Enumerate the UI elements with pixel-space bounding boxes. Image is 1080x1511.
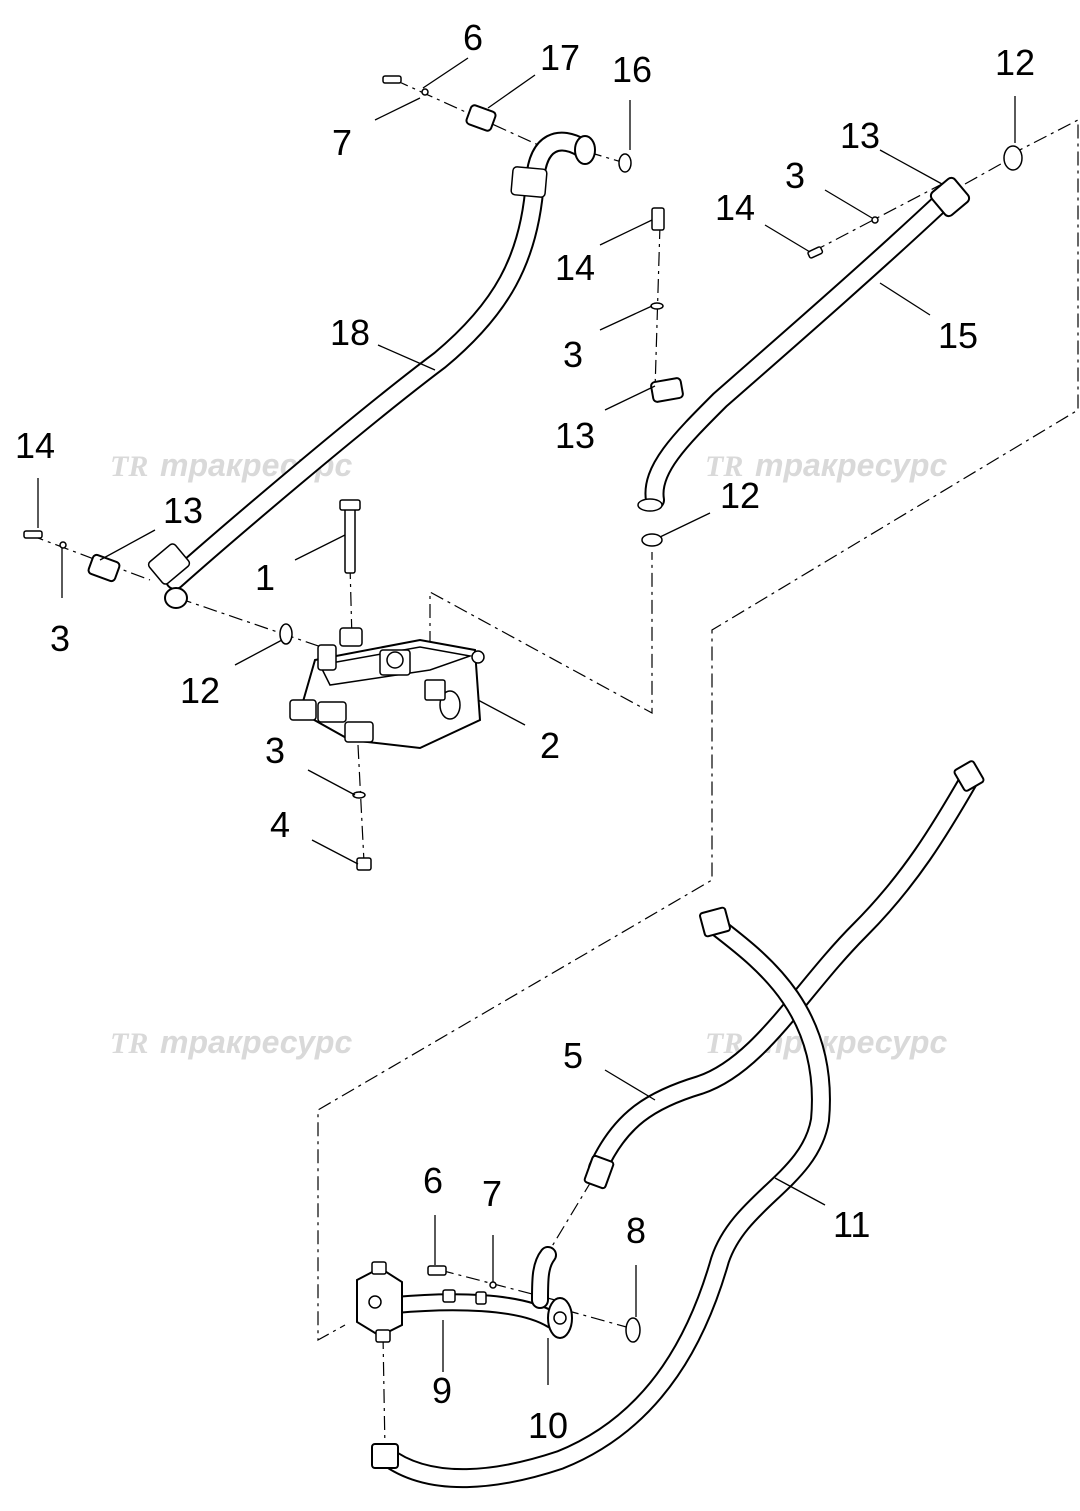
- watermark-text: тракресурс: [755, 1024, 947, 1060]
- manifold-assembly: [356, 1246, 573, 1343]
- callouts: 6 17 16 7 12 13 3 14 14 15 18 3 13 14 13…: [15, 17, 1035, 1446]
- connection-line-hose18-flange: [177, 597, 331, 651]
- washer-7-bottom: [489, 1281, 497, 1289]
- bolt-6-top: [382, 75, 402, 84]
- callout-10: 10: [528, 1405, 568, 1446]
- connection-line-valve-plug: [357, 744, 365, 863]
- washer-3-valve: [352, 791, 366, 799]
- washers: [59, 88, 879, 1289]
- hose-18-ferrule-bottom: [147, 543, 191, 585]
- callout-6: 6: [463, 17, 483, 58]
- hose-5-bottom-nut: [583, 1154, 615, 1190]
- bolts: [23, 75, 824, 1276]
- connection-line-bottom-oring: [564, 1309, 631, 1329]
- connection-line-valve-port: [429, 552, 653, 715]
- watermark-bottom-left: TR тракресурс: [110, 1024, 352, 1060]
- o-ring-8: [625, 1317, 641, 1343]
- hose-15-bottom-fitting: [637, 498, 663, 512]
- watermark-bottom-right: TR тракресурс: [705, 1024, 947, 1060]
- watermark-logo: TR: [110, 1027, 148, 1060]
- control-valve: [289, 627, 485, 750]
- o-ring-16: [618, 153, 632, 173]
- flange-halves: [87, 104, 684, 583]
- flange-half-17: [465, 104, 497, 132]
- callout-14: 14: [715, 187, 755, 228]
- hose-18-top-fitting: [574, 135, 596, 165]
- callout-16: 16: [612, 49, 652, 90]
- callout-7: 7: [332, 122, 352, 163]
- hose-5-top-nut: [953, 760, 985, 792]
- bolt-14-left: [23, 530, 43, 539]
- connection-line-left-bolt: [29, 534, 151, 581]
- hose-15: [637, 176, 971, 512]
- callout-5: 5: [563, 1035, 583, 1076]
- callout-11: 11: [833, 1204, 870, 1245]
- washer-3-right: [871, 216, 879, 224]
- bolt-6-bottom: [427, 1265, 447, 1276]
- bolt-14-mid: [651, 207, 665, 231]
- callout-13: 13: [840, 115, 880, 156]
- bolt-14-right: [807, 246, 824, 259]
- callout-17: 17: [540, 37, 580, 78]
- callout-14: 14: [555, 247, 595, 288]
- washer-3-mid: [650, 302, 664, 310]
- washer-7-top: [421, 88, 429, 96]
- leader-lines: [37, 57, 1016, 1385]
- o-ring-12-left: [279, 623, 293, 645]
- connection-line-block-hose11: [382, 1334, 386, 1451]
- callout-12: 12: [995, 42, 1035, 83]
- watermark-text: тракресурс: [160, 1024, 352, 1060]
- callout-18: 18: [330, 312, 370, 353]
- callout-3: 3: [563, 334, 583, 375]
- watermark-logo: TR: [110, 450, 148, 483]
- callout-14: 14: [15, 425, 55, 466]
- callout-3: 3: [50, 618, 70, 659]
- callout-8: 8: [626, 1210, 646, 1251]
- callout-3: 3: [785, 155, 805, 196]
- o-ring-12-mid: [641, 533, 663, 547]
- callout-12: 12: [180, 670, 220, 711]
- hose-11-bottom-nut: [371, 1443, 399, 1469]
- hose-11: [371, 906, 831, 1489]
- callout-7: 7: [482, 1173, 502, 1214]
- watermark-text: тракресурс: [755, 447, 947, 483]
- hose-15-top-flange: [929, 176, 971, 218]
- hose-18: [147, 131, 596, 609]
- connection-line-right-oring: [964, 159, 1009, 185]
- callout-6: 6: [423, 1160, 443, 1201]
- connection-line-right-frame: [317, 119, 1079, 1342]
- callout-4: 4: [270, 804, 290, 845]
- flange-half-13-left: [87, 553, 121, 583]
- callout-3: 3: [265, 730, 285, 771]
- callout-15: 15: [938, 315, 978, 356]
- callout-13: 13: [555, 415, 595, 456]
- watermark-top-right: TR тракресурс: [705, 447, 947, 483]
- connection-line-hose5: [547, 1179, 593, 1254]
- o-rings: [279, 145, 1023, 1343]
- washer-3-left: [59, 541, 67, 549]
- connection-line-bottom-bolt: [439, 1269, 556, 1301]
- watermark-logo: TR: [705, 450, 743, 483]
- callout-1: 1: [255, 557, 275, 598]
- callout-13: 13: [163, 490, 203, 531]
- bolt-1-head: [339, 499, 361, 511]
- bolt-1: [344, 504, 356, 574]
- callout-9: 9: [432, 1370, 452, 1411]
- hose-18-bottom-fitting: [164, 587, 188, 609]
- plug-4: [356, 857, 372, 871]
- callout-2: 2: [540, 725, 560, 766]
- hose-18-ferrule-top: [510, 166, 548, 198]
- hose-11-top-nut: [699, 906, 731, 938]
- callout-12: 12: [720, 475, 760, 516]
- o-ring-12-topright: [1003, 145, 1023, 171]
- flange-half-13-mid: [650, 377, 684, 403]
